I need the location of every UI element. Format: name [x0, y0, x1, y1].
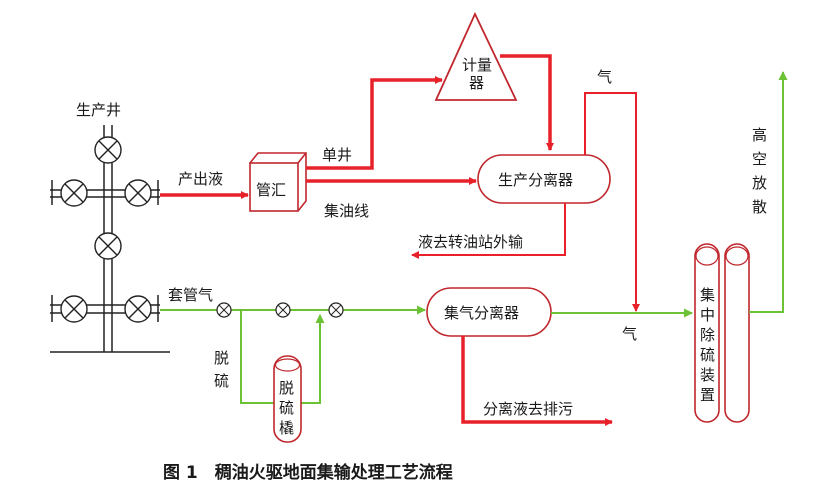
- valve-icon: [216, 302, 232, 318]
- central-desulfurization-unit: [694, 243, 750, 423]
- valve-icon: [124, 295, 152, 323]
- production-well-label: 生产井: [76, 101, 121, 119]
- meter-label-line2: 器: [469, 74, 484, 92]
- gas-label-mid: 气: [622, 325, 637, 343]
- valve-icon: [94, 232, 122, 260]
- desulf-tank-label-1: 脱: [279, 379, 294, 397]
- separator-gas-line: [584, 92, 640, 312]
- desulf-tank-label-3: 橇: [279, 419, 294, 437]
- single-well-label: 单井: [322, 146, 352, 164]
- liquid-outlet-line: [411, 203, 566, 259]
- manifold-label: 管汇: [256, 181, 286, 199]
- casing-gas-label: 套管气: [168, 286, 213, 304]
- produced-fluid-label: 产出液: [178, 170, 223, 188]
- central-desulf-label-1: 集: [700, 286, 715, 304]
- vent-line: [749, 71, 788, 313]
- manifold-box: [249, 152, 307, 212]
- desulfurize-label-1: 脱: [214, 349, 229, 367]
- desulf-tank-label-2: 硫: [279, 399, 294, 417]
- valve-icon: [94, 136, 122, 164]
- valve-icon: [124, 179, 152, 207]
- valve-icon: [60, 179, 88, 207]
- central-desulf-label-2: 中: [700, 306, 715, 324]
- vent-label-2: 空: [752, 150, 767, 168]
- production-separator-label: 生产分离器: [498, 171, 573, 189]
- central-desulf-label-5: 装: [700, 366, 715, 384]
- meter-outlet-line: [500, 54, 554, 151]
- figure-caption: 图 1 稠油火驱地面集输处理工艺流程: [163, 462, 453, 483]
- liquid-to-transfer-label: 液去转油站外输: [418, 233, 523, 251]
- wellhead: [50, 125, 170, 353]
- gas-label-top: 气: [597, 68, 612, 86]
- desulfurization-tank: [273, 355, 302, 443]
- meter-triangle: [434, 11, 518, 101]
- vent-label-1: 高: [752, 126, 767, 144]
- production-separator: [477, 154, 611, 204]
- valve-icon: [275, 302, 291, 318]
- valve-icon: [328, 302, 344, 318]
- valve-icon: [60, 295, 88, 323]
- drain-line: [461, 336, 613, 426]
- vent-label-4: 散: [752, 198, 767, 216]
- separated-liquid-label: 分离液去排污: [483, 400, 573, 418]
- gas-separator-label: 集气分离器: [444, 304, 519, 322]
- central-desulf-label-3: 除: [700, 326, 715, 344]
- meter-label-line1: 计量: [462, 56, 492, 74]
- gathering-line-label: 集油线: [324, 202, 369, 220]
- central-desulf-label-4: 硫: [700, 346, 715, 364]
- central-desulf-label-6: 置: [700, 386, 715, 404]
- desulfurize-label-2: 硫: [214, 372, 229, 390]
- desulf-inlet-line: [240, 310, 274, 404]
- single-well-line: [306, 76, 443, 170]
- vent-label-3: 放: [752, 174, 767, 192]
- desulf-outlet-line: [301, 314, 325, 404]
